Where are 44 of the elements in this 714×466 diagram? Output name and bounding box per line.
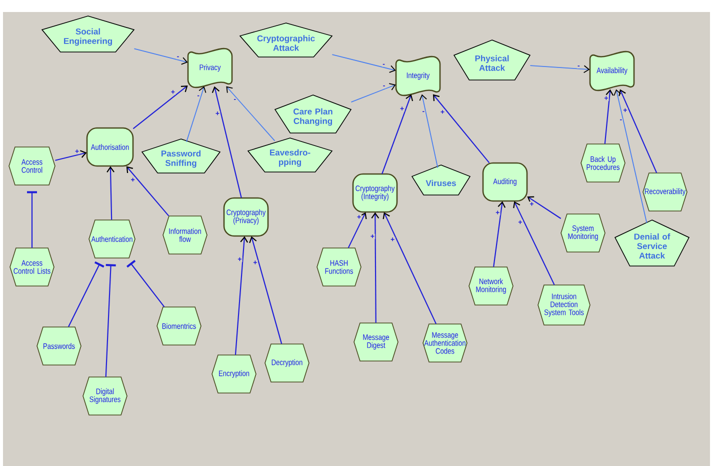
arrow	[614, 89, 648, 224]
control-hexagon: Biomentrics	[156, 306, 202, 346]
arrow	[332, 54, 396, 73]
control-hexagon: Message Digest	[354, 322, 398, 362]
subgoal-box: Cryptography (Privacy)	[223, 197, 269, 237]
arrow	[350, 83, 396, 103]
arrow	[432, 94, 490, 164]
arrow	[186, 86, 206, 142]
arrow	[530, 65, 590, 74]
control-hexagon: Network Monitoring	[468, 266, 514, 306]
subgoal-box: Cryptography (Integrity)	[352, 173, 398, 213]
arrow	[371, 212, 380, 323]
arrow	[527, 196, 562, 219]
arrow	[212, 86, 242, 198]
control-hexagon: Access Control Lists	[10, 248, 54, 286]
arrow	[126, 166, 170, 216]
control-hexagon: Recoverability	[642, 172, 688, 212]
control-hexagon: Decryption	[264, 344, 310, 382]
control-hexagon: Passwords	[36, 326, 82, 366]
arrow	[234, 236, 248, 355]
arrow	[55, 150, 87, 161]
subgoal-box: Auditing	[482, 162, 528, 202]
arrow	[249, 236, 282, 344]
control-hexagon: Message Authentication Codes	[422, 324, 468, 362]
arrow	[106, 166, 114, 220]
control-hexagon: System Monitoring	[560, 214, 606, 252]
control-hexagon: Encryption	[212, 354, 256, 394]
arrow	[618, 89, 658, 174]
arrow	[382, 94, 414, 174]
arrow	[226, 86, 276, 142]
control-hexagon: HASH Functions	[316, 248, 362, 286]
arrow	[132, 86, 188, 130]
control-hexagon: Digital Signatures	[82, 376, 128, 416]
arrow	[348, 212, 367, 248]
arrow	[493, 201, 506, 267]
arrow	[419, 94, 438, 168]
control-hexagon: Information flow	[162, 216, 208, 254]
arrow	[382, 212, 437, 324]
subgoal-box: Authorisation	[86, 127, 134, 167]
arrow	[604, 89, 614, 144]
arrow	[27, 191, 37, 248]
arrow	[134, 48, 188, 65]
arrow	[513, 201, 555, 286]
control-hexagon: Back Up Procedures	[580, 144, 626, 182]
